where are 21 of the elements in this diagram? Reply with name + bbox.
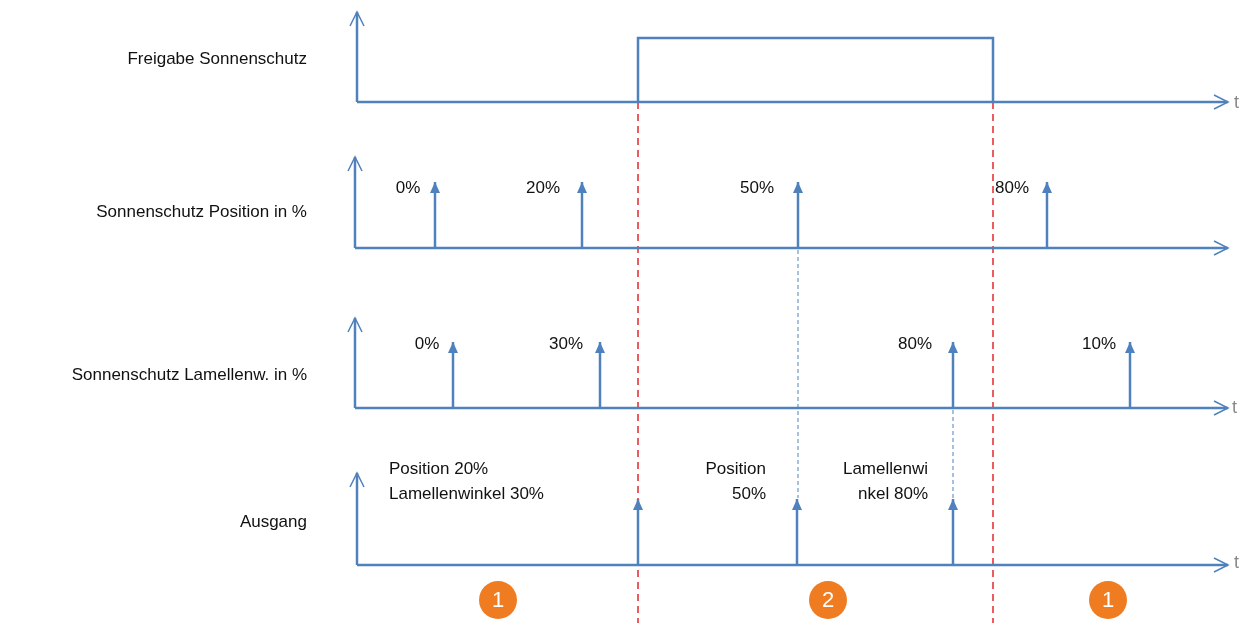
value-label: 0% [414,333,440,355]
axis-label: t [1234,552,1239,574]
output-note: Position 20% Lamellenwinkel 30% [389,458,545,505]
phase-number-circle: 1 [1089,581,1127,619]
value-label: 10% [1082,333,1116,355]
row-label: Ausgang [239,511,307,533]
phase-number-circle: 1 [479,581,517,619]
output-note: Lamellenwi nkel 80% [841,458,928,505]
value-label: 50% [740,177,774,199]
row-label: Sonnenschutz Position in % [96,201,307,223]
value-label: 0% [395,177,421,199]
phase-number-circle: 2 [809,581,847,619]
value-label: 20% [526,177,560,199]
value-label: 80% [995,177,1029,199]
value-label: 30% [549,333,583,355]
row-label: Freigabe Sonnenschutz [127,48,307,70]
output-note: Position 50% [704,458,766,505]
axis-label: t [1232,397,1237,419]
value-label: 80% [898,333,932,355]
axis-label: t [1234,92,1239,114]
row-label: Sonnenschutz Lamellenw. in % [71,364,307,386]
